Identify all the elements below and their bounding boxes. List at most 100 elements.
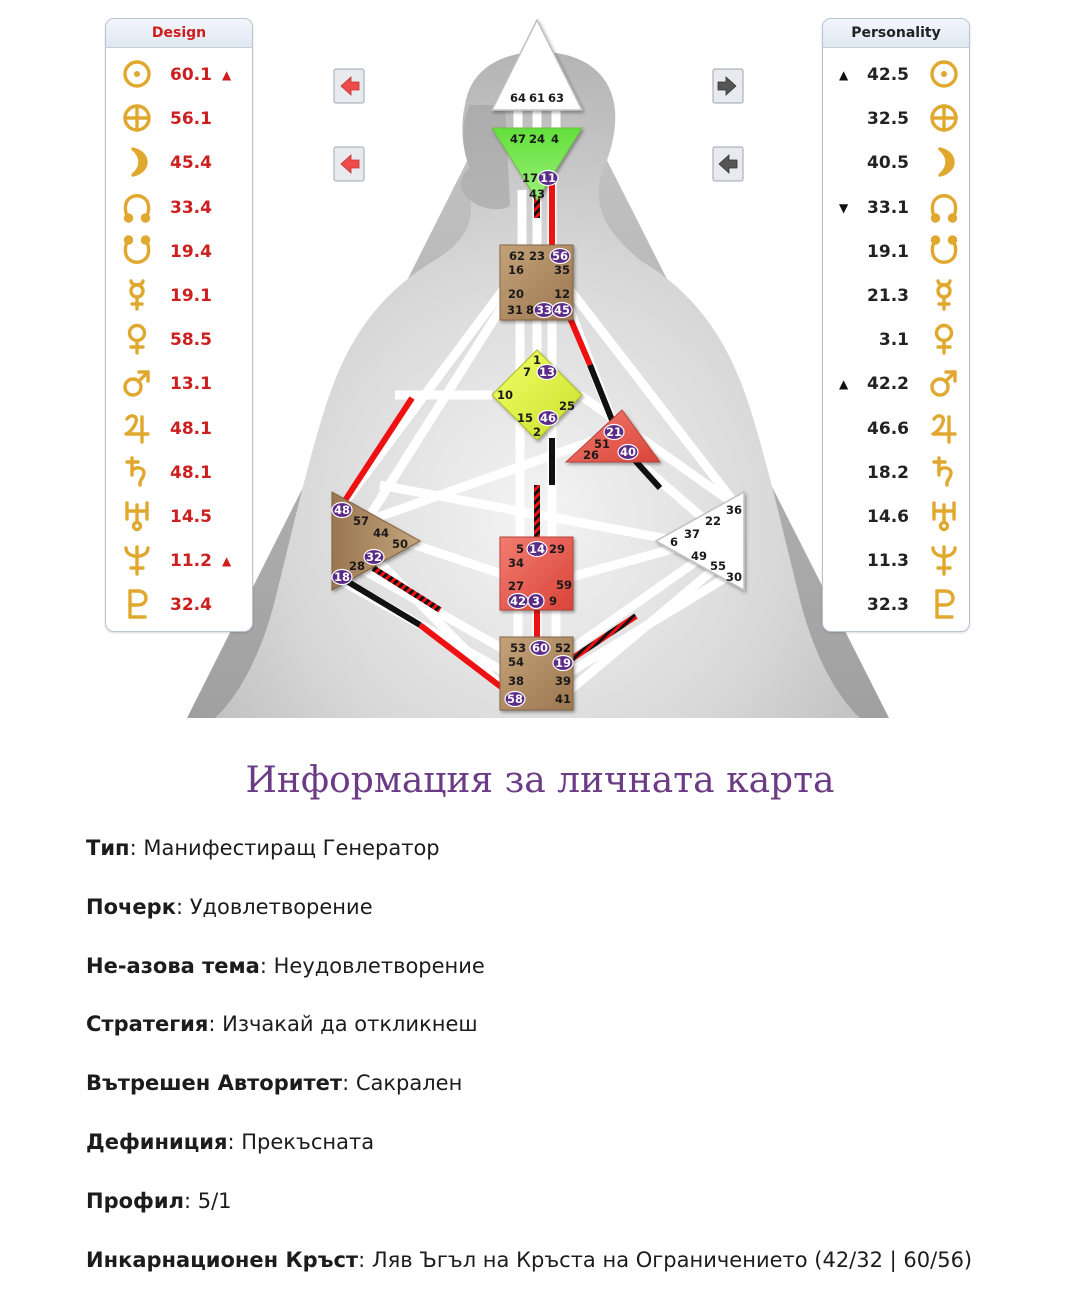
design-row: 48.1 — [106, 451, 252, 495]
info-value: Прекъсната — [241, 1130, 375, 1154]
personality-gate-value: 32.5 — [867, 109, 909, 130]
gate-21: 21 — [603, 423, 625, 441]
gate-56: 56 — [549, 247, 571, 265]
gate-number: 39 — [555, 674, 571, 688]
personality-row: 46.6 — [823, 407, 969, 451]
design-gate-value: 45.4 — [170, 153, 212, 174]
personality-gate-value: 3.1 — [878, 330, 909, 351]
gate-number: 22 — [705, 514, 721, 528]
gate-number: 7 — [523, 365, 531, 379]
info-value: Удовлетворение — [189, 894, 373, 919]
prev-design-step-button[interactable] — [333, 146, 365, 182]
personality-exaltation-mark: ▼ — [839, 200, 849, 215]
gate-12: 12 — [554, 287, 570, 301]
gate-30: 30 — [726, 570, 742, 584]
design-gate-value: 58.5 — [170, 330, 212, 351]
solar-plexus-center — [654, 490, 745, 592]
gate-52: 52 — [555, 641, 571, 655]
gate-40: 40 — [617, 443, 639, 461]
design-row: 11.2▲ — [106, 539, 252, 583]
mars-icon — [927, 366, 961, 404]
prev-personality-button[interactable] — [712, 146, 744, 182]
gate-22: 22 — [705, 514, 721, 528]
info-separator: : — [183, 1188, 198, 1213]
design-gate-value: 13.1 — [170, 374, 212, 395]
gate-55: 55 — [710, 559, 726, 573]
gate-badge — [549, 247, 571, 265]
gate-number: 52 — [555, 641, 571, 655]
gate-33: 33 — [533, 301, 555, 319]
neptune-icon — [927, 543, 961, 581]
gate-3: 3 — [527, 592, 545, 610]
gate-number: 1 — [533, 353, 541, 367]
design-row: 48.1 — [106, 407, 252, 451]
head-center — [490, 18, 584, 111]
design-row: 33.4 — [106, 186, 252, 230]
info-value: Сакрален — [355, 1071, 463, 1096]
gate-57: 57 — [353, 514, 369, 528]
info-label: Тип — [86, 836, 130, 860]
gate-badge — [537, 409, 559, 427]
saturn-icon — [927, 455, 961, 493]
gate-49: 49 — [691, 549, 707, 563]
gate-number: 38 — [508, 674, 524, 688]
south-node-icon — [927, 234, 961, 272]
personality-row: 21.3 — [823, 274, 969, 318]
gate-badge — [331, 568, 353, 586]
gate-6: 6 — [670, 535, 678, 549]
gate-badge — [331, 501, 353, 519]
personality-row: 14.6 — [823, 495, 969, 539]
arrow-left-icon — [340, 76, 360, 96]
gate-2: 2 — [533, 425, 541, 439]
gate-number: 29 — [549, 542, 565, 556]
design-row: 60.1▲ — [106, 53, 252, 97]
info-label: Профил — [86, 1188, 184, 1213]
personality-gate-value: 40.5 — [867, 153, 909, 174]
design-gate-value: 48.1 — [170, 462, 212, 483]
gate-number: 34 — [508, 556, 524, 570]
gate-number: 35 — [554, 263, 570, 277]
saturn-icon — [120, 455, 154, 493]
gate-58: 58 — [504, 690, 526, 708]
gate-7: 7 — [523, 365, 531, 379]
gate-number: 48 — [334, 503, 350, 517]
gate-number: 25 — [559, 399, 575, 413]
info-item: Профил: 5/1 — [86, 1189, 232, 1213]
personality-row: 19.1 — [823, 230, 969, 274]
gate-number: 27 — [508, 579, 524, 593]
personality-gate-value: 19.1 — [867, 241, 909, 262]
gate-badge — [551, 301, 573, 319]
gate-number: 63 — [548, 91, 564, 105]
next-personality-button[interactable] — [712, 68, 744, 104]
info-separator: : — [175, 894, 190, 919]
bodygraph-chart: 6461634724417114362235616352012318334517… — [187, 18, 889, 718]
personality-gate-value: 32.3 — [867, 595, 909, 616]
design-gate-value: 19.4 — [170, 241, 212, 262]
gate-number: 15 — [517, 411, 533, 425]
gate-54: 54 — [508, 655, 524, 669]
design-gate-value: 14.5 — [170, 507, 212, 527]
gate-number: 42 — [510, 594, 526, 608]
personality-row: 32.3 — [823, 583, 969, 627]
design-gate-value: 56.1 — [170, 109, 212, 130]
uranus-icon — [120, 499, 154, 537]
gate-number: 40 — [620, 445, 636, 459]
design-row: 45.4 — [106, 141, 252, 185]
info-label: Дефиниция — [86, 1130, 228, 1154]
info-item: Вътрешен Авторитет: Сакрален — [86, 1071, 462, 1095]
gate-number: 23 — [529, 249, 545, 263]
info-item: Почерк: Удовлетворение — [86, 895, 373, 919]
gate-number: 5 — [516, 542, 524, 556]
gate-number: 47 — [510, 132, 526, 146]
prev-design-button[interactable] — [333, 68, 365, 104]
gate-26: 26 — [583, 448, 599, 462]
gate-number: 14 — [529, 542, 545, 556]
info-label: Почерк — [86, 894, 176, 919]
gate-4: 4 — [551, 132, 559, 146]
mercury-icon — [927, 278, 961, 316]
gate-number: 16 — [508, 263, 524, 277]
personality-row: 42.5▲ — [823, 53, 969, 97]
gate-number: 64 — [510, 91, 526, 105]
